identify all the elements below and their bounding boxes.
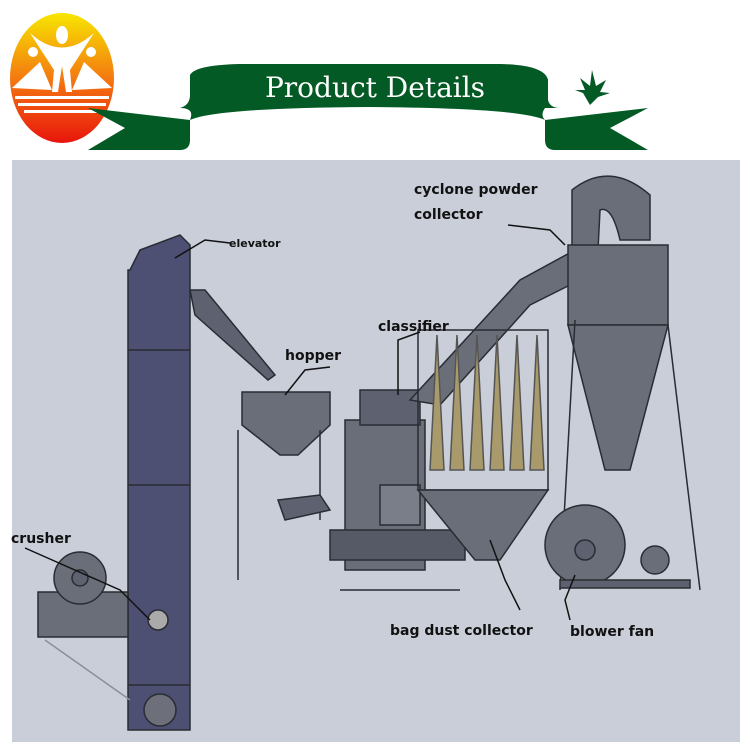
cyclone-collector-drawing bbox=[559, 175, 701, 591]
blower-fan-drawing bbox=[544, 504, 691, 589]
elevator-drawing bbox=[127, 234, 277, 731]
leader-lines bbox=[24, 224, 576, 621]
label-crusher: crusher bbox=[11, 531, 71, 547]
hopper-drawing bbox=[237, 391, 332, 580]
label-classifier: classifier bbox=[378, 319, 449, 335]
label-bag-dust-collector: bag dust collector bbox=[390, 623, 533, 639]
label-elevator: elevator bbox=[229, 237, 281, 250]
raymond-mill-drawing bbox=[329, 389, 466, 591]
company-logo bbox=[10, 13, 114, 143]
label-hopper: hopper bbox=[285, 348, 341, 364]
bag-dust-collector-drawing bbox=[416, 329, 550, 561]
leaf-icon bbox=[575, 70, 610, 105]
label-cyclone-line2: collector bbox=[414, 207, 483, 223]
banner-title: Product Details bbox=[265, 71, 485, 104]
label-cyclone-line1: cyclone powder bbox=[414, 182, 538, 198]
product-details-banner: Product Details bbox=[88, 64, 648, 150]
machinery-drawing bbox=[37, 175, 701, 731]
label-blower-fan: blower fan bbox=[570, 624, 654, 640]
